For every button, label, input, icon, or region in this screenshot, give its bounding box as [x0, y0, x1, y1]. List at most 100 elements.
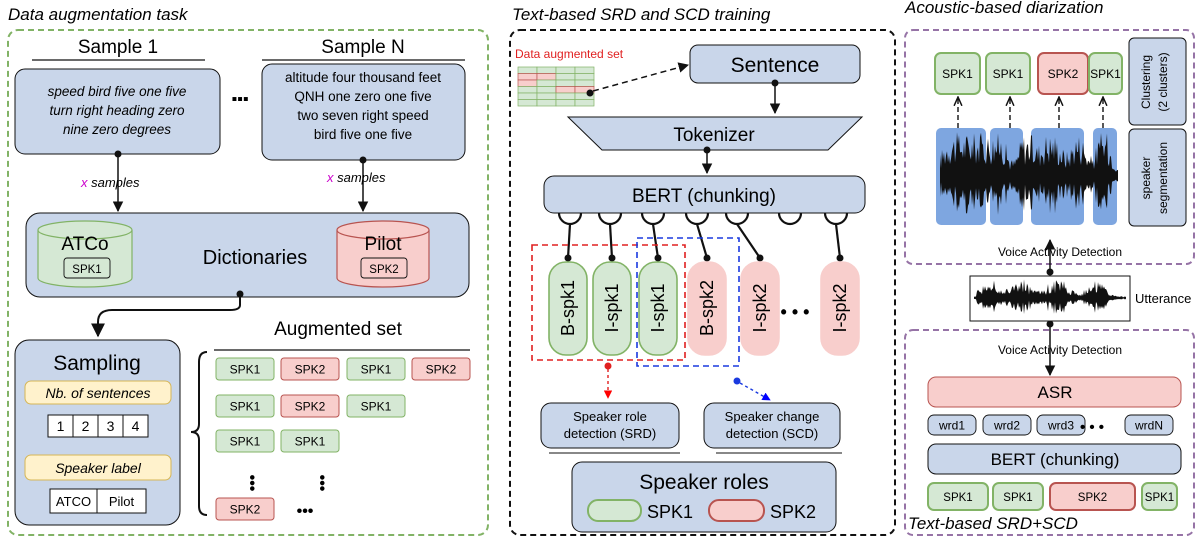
mini-table-cell [555, 92, 576, 100]
aug-cell [215, 357, 275, 381]
aug-cell [280, 357, 340, 381]
aug-cell-label: SPK1 [230, 363, 261, 377]
inference-label-box [927, 482, 989, 511]
word-token-label: wrd3 [1047, 419, 1074, 433]
aug-cell [280, 394, 340, 418]
aug-cell-label: SPK1 [295, 435, 326, 449]
tag-stem [608, 223, 614, 259]
scd-connector-dot [733, 377, 741, 385]
word-token-box [1124, 414, 1174, 436]
aug-cell-label: SPK2 [295, 363, 326, 377]
token-hook [557, 212, 583, 226]
dictionaries-to-sampling-arrow [91, 297, 241, 338]
data-to-sentence-arrow [592, 62, 690, 92]
aug-vertical-dots-2: ••• [313, 475, 330, 492]
panel-title-acoustic: Acoustic-based diarization [904, 0, 1103, 17]
panel-title-augmentation: Data augmentation task [8, 5, 189, 24]
speaker-roles-title: Speaker roles [639, 471, 769, 494]
bert-training-label: BERT (chunking) [632, 186, 776, 207]
speaker-label-title: Speaker label [55, 460, 142, 476]
mini-table-cell [555, 73, 576, 81]
tag-label: I-spk2 [750, 283, 770, 332]
token-hook [724, 212, 750, 226]
word-token-label: wrdN [1134, 419, 1163, 433]
role-swatch-spk2 [708, 499, 765, 522]
asr-label: ASR [1038, 383, 1073, 402]
role-swatch-spk1 [587, 499, 642, 522]
token-hook [684, 212, 710, 226]
tag-stem-dot [564, 254, 572, 262]
panel-border-purple-bottom [904, 329, 1195, 536]
role-label-spk1: SPK1 [647, 502, 693, 522]
token-hook [640, 212, 666, 226]
nb-sentences-badge [24, 380, 172, 405]
sentence-connector-dot [771, 79, 779, 87]
tag-stem [651, 223, 660, 259]
aug-cell [215, 394, 275, 418]
tokenizer-trapezoid [566, 116, 864, 151]
sample1-line-2: turn right heading zero [49, 103, 185, 118]
tag-pill [638, 261, 678, 356]
sample-ellipsis: ▪▪▪ [231, 91, 248, 108]
mini-table-cell [517, 92, 538, 100]
clustering-line-1: Clustering [1139, 55, 1153, 109]
aug-cell [346, 394, 406, 418]
mini-table-cell [517, 86, 538, 94]
utterance-top-dot [1046, 268, 1054, 276]
mini-table-cell [555, 79, 576, 87]
pilot-spk-label: SPK2 [369, 264, 398, 276]
aug-cell [215, 497, 275, 521]
augmented-title: Augmented set [274, 319, 403, 340]
cluster-label-box [934, 52, 981, 95]
augmented-brace [190, 351, 208, 516]
srd-line-2: detection (SRD) [564, 426, 656, 441]
dictionaries-label: Dictionaries [203, 247, 307, 269]
sampleN-line-3: two seven right speed [297, 108, 428, 123]
mini-table-cell [555, 66, 576, 74]
mini-table-cell [555, 99, 576, 107]
waveform-segmented [940, 132, 1118, 215]
aug-cell-label: SPK2 [295, 400, 326, 414]
srd-box [540, 402, 680, 449]
mini-table-cell [555, 86, 576, 94]
cluster-label-text: SPK1 [942, 67, 973, 81]
sample1-header: Sample 1 [78, 37, 158, 58]
atco-spk-tag [63, 257, 111, 279]
aug-cell [215, 429, 275, 453]
clustering-box [1128, 37, 1187, 126]
utterance-label: Utterance [1135, 291, 1191, 306]
token-hook [597, 212, 623, 226]
word-token-box [982, 414, 1032, 436]
mini-table-cell [517, 99, 538, 107]
tag-pill [548, 261, 588, 356]
speaker-option-pilot: Pilot [109, 494, 135, 509]
speaker-label-badge [24, 454, 172, 481]
panel-border-green [7, 29, 489, 536]
cluster-label-box [1088, 52, 1123, 95]
tag-stem-dot [654, 254, 662, 262]
tokenizer-connector-dot [703, 146, 711, 154]
srd-group-outline [531, 244, 686, 361]
panel-data-augmentation: Data augmentation task Sample 1 Sample N… [7, 5, 489, 536]
tag-label: B-spk2 [697, 280, 717, 336]
word-token-label: wrd1 [938, 419, 965, 433]
bert-training-box [543, 175, 866, 214]
aug-cell [280, 429, 340, 453]
tag-pill [820, 261, 860, 356]
mini-table-cell [517, 79, 538, 87]
sampleN-line-1: altitude four thousand feet [285, 70, 441, 85]
mini-table-cell [574, 79, 595, 87]
scd-line-1: Speaker change [725, 409, 820, 424]
aug-cell-label: SPK2 [230, 503, 261, 517]
sampleN-connector-dot [359, 156, 367, 164]
token-hook [823, 212, 849, 226]
dictionaries-connector-dot [236, 290, 244, 298]
sample1-line-3: nine zero degrees [63, 122, 171, 137]
tag-stem [566, 223, 572, 259]
